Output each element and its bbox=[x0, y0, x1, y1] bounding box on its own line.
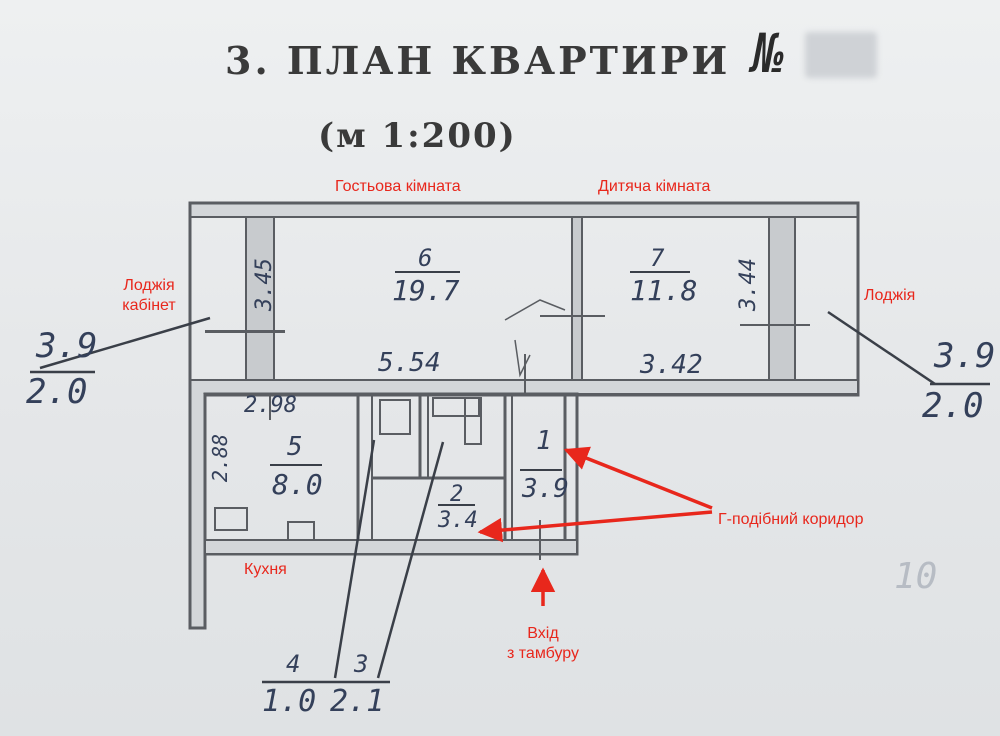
kitchen-label: Кухня bbox=[244, 561, 287, 578]
room2-area: 3.4 bbox=[438, 508, 478, 533]
bath4-area: 1.0 bbox=[262, 684, 317, 719]
kitchen-top-dim: 2.98 bbox=[244, 393, 297, 418]
left-loggia-leader bbox=[39, 316, 211, 370]
dim-right: 3.42 bbox=[640, 350, 703, 380]
loggia-right-area: 3.9 bbox=[934, 336, 996, 376]
loggia-left-width: 3.45 bbox=[251, 258, 277, 311]
loggia-right-label: Лоджія bbox=[864, 287, 916, 304]
redacted-number bbox=[805, 32, 877, 78]
wc3-number: 3 bbox=[354, 650, 369, 678]
left-loggia-wall bbox=[245, 216, 275, 381]
wc3-area: 2.1 bbox=[330, 684, 385, 719]
number-sign: № bbox=[752, 22, 785, 85]
corridor-arrow-1 bbox=[563, 446, 713, 510]
loggia-left-area-2: 2.0 bbox=[26, 372, 88, 412]
page-title: 3. ПЛАН КВАРТИРИ bbox=[225, 38, 731, 83]
room5-area: 8.0 bbox=[272, 468, 323, 501]
margin-mark: 10 bbox=[894, 556, 938, 597]
kitchen-side-dim: 2.88 bbox=[208, 433, 233, 483]
guest-room-label: Гостьова кімната bbox=[335, 178, 461, 195]
bottom-wall bbox=[204, 539, 578, 555]
corridor-label: Г-подібний коридор bbox=[718, 511, 864, 528]
loggia-right-width: 3.44 bbox=[735, 258, 761, 311]
top-wall bbox=[189, 202, 859, 218]
bath-leader bbox=[333, 439, 376, 679]
right-loggia-leader bbox=[827, 310, 936, 386]
loggia-office-label: Лоджія кабінет bbox=[122, 277, 176, 314]
room2-number: 2 bbox=[450, 482, 464, 507]
right-loggia-wall bbox=[768, 216, 796, 381]
bath4-number: 4 bbox=[286, 650, 301, 678]
wc-leader bbox=[376, 441, 445, 679]
room7-number: 7 bbox=[650, 244, 665, 272]
room6-number: 6 bbox=[418, 244, 433, 272]
dim-left: 5.54 bbox=[378, 348, 441, 378]
lower-left-wall bbox=[188, 380, 207, 630]
room1-area: 3.9 bbox=[522, 474, 569, 504]
entrance-label: Вхід з тамбуру bbox=[507, 625, 579, 662]
partition-wall bbox=[571, 216, 583, 381]
room1-number: 1 bbox=[536, 426, 552, 456]
children-room-label: Дитяча кімната bbox=[598, 178, 711, 195]
corridor-arrow-2 bbox=[477, 510, 713, 543]
loggia-right-area-2: 2.0 bbox=[922, 386, 984, 426]
room5-number: 5 bbox=[287, 432, 303, 462]
loggia-left-area: 3.9 bbox=[36, 326, 98, 366]
scale-label: (м 1:200) bbox=[318, 116, 517, 156]
room6-area: 19.7 bbox=[392, 274, 460, 307]
room7-area: 11.8 bbox=[630, 274, 698, 307]
